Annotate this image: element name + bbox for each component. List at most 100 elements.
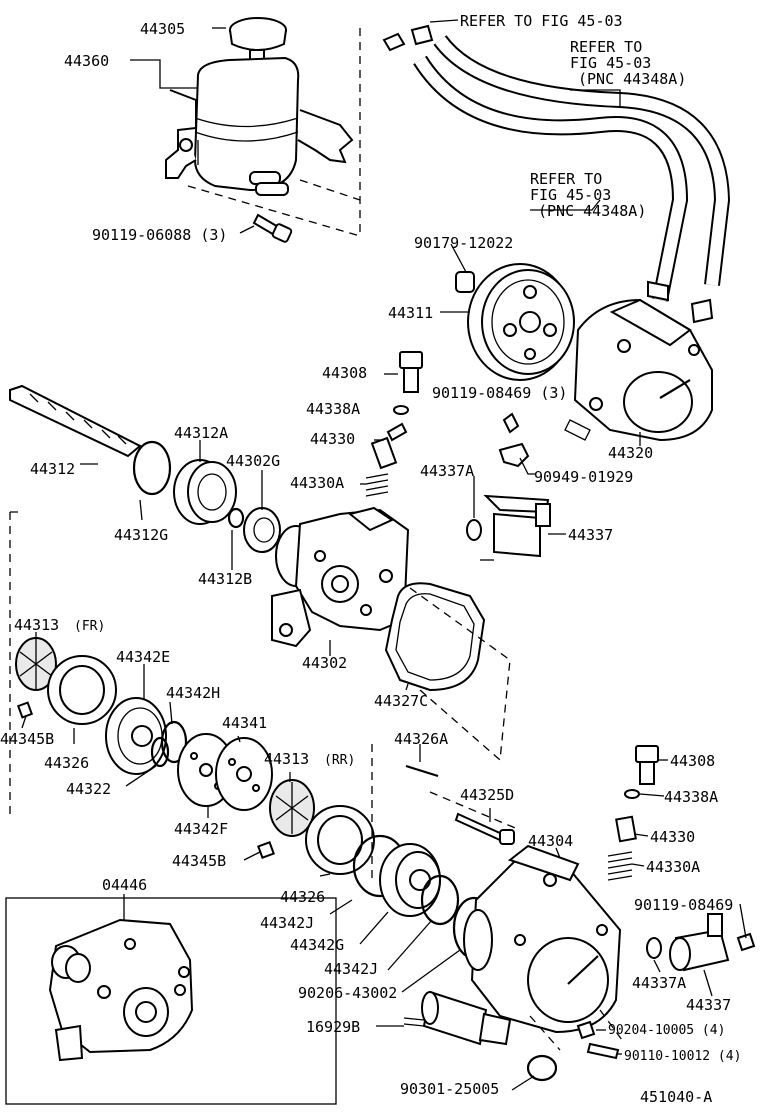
gasket-44327C-drawing: [384, 582, 486, 692]
cam-ring-44326-lower-drawing: [305, 805, 375, 875]
valve-stack-lower-drawing: [607, 745, 659, 881]
housing-44302-drawing: [271, 506, 410, 648]
snap-ring-44312G-drawing: [132, 440, 172, 496]
label-44302: 44302: [302, 654, 347, 672]
label-44330A-upper: 44330A: [290, 474, 344, 492]
pin-44345B-upper-drawing: [16, 701, 34, 719]
label-44313-rr-suffix: (RR): [324, 753, 355, 768]
pin-44326A-drawing: [405, 764, 439, 778]
label-44360: 44360: [64, 52, 109, 70]
label-44342G: 44342G: [290, 936, 344, 954]
label-90110-10012: 90110-10012 (4): [624, 1049, 741, 1064]
rotor-44313-rr-drawing: [269, 779, 315, 837]
label-44342F: 44342F: [174, 820, 228, 838]
inset-housing-drawing: [48, 918, 194, 1062]
ring-44322-drawing: [150, 736, 170, 768]
oring-44342H-drawing: [160, 720, 188, 764]
inset-box-04446: [5, 897, 337, 1105]
label-04446: 04446: [102, 876, 147, 894]
label-90119-08469: 90119-08469: [634, 896, 733, 914]
oring-44342J-lower-drawing: [420, 874, 460, 926]
label-44304: 44304: [528, 832, 573, 850]
valve-16929B-drawing: [403, 990, 512, 1046]
label-44337-upper: 44337: [568, 526, 613, 544]
bracket-90949-drawing: [498, 412, 530, 468]
oring-90301-drawing: [526, 1054, 558, 1082]
label-44342H: 44342H: [166, 684, 220, 702]
label-refer-fig-2b: FIG 45-03: [570, 54, 651, 72]
reservoir-tank-drawing: [165, 17, 354, 196]
label-44311: 44311: [388, 304, 433, 322]
label-refer-fig-1: REFER TO FIG 45-03: [460, 12, 623, 30]
bolt-44325D-drawing: [454, 812, 515, 845]
label-44326A: 44326A: [394, 730, 448, 748]
rotor-44313-fr-drawing: [15, 637, 57, 691]
label-44308-lower: 44308: [670, 752, 715, 770]
housing-44304-drawing: [463, 844, 622, 1034]
label-90119-08469-3: 90119-08469 (3): [432, 384, 567, 402]
shaft-44312-drawing: [9, 384, 142, 458]
label-44305: 44305: [140, 20, 185, 38]
label-16929B: 16929B: [306, 1018, 360, 1036]
label-44313-fr: 44313: [14, 616, 59, 634]
label-90179-12022: 90179-12022: [414, 234, 513, 252]
label-refer-fig-3c: (PNC 44348A): [538, 202, 646, 220]
label-44330-upper: 44330: [310, 430, 355, 448]
label-44312G: 44312G: [114, 526, 168, 544]
label-44312A: 44312A: [174, 424, 228, 442]
label-44322: 44322: [66, 780, 111, 798]
ring-44312B-drawing: [227, 507, 245, 529]
label-44326-upper: 44326: [44, 754, 89, 772]
plate-44342E-drawing: [105, 697, 167, 775]
label-44312: 44312: [30, 460, 75, 478]
label-44337A-lower: 44337A: [632, 974, 686, 992]
plate-44342G-drawing: [379, 843, 441, 917]
pin-44345B-lower-drawing: [257, 841, 275, 859]
pulley-44311-drawing: [467, 263, 575, 381]
bearing-44302G-drawing: [243, 507, 281, 553]
label-44327C: 44327C: [374, 692, 428, 710]
label-refer-fig-3b: FIG 45-03: [530, 186, 611, 204]
fitting-44337-lower-drawing: [646, 913, 756, 972]
bearing-44312A-drawing: [173, 459, 237, 525]
label-44326-lower: 44326: [280, 888, 325, 906]
label-44337-lower: 44337: [686, 996, 731, 1014]
label-44313-fr-suffix: (FR): [74, 619, 105, 634]
plate-44341-drawing: [215, 737, 273, 811]
label-44338A-upper: 44338A: [306, 400, 360, 418]
label-90206-43002: 90206-43002: [298, 984, 397, 1002]
label-44308-upper: 44308: [322, 364, 367, 382]
pump-44320-drawing: [564, 298, 713, 442]
label-44313-rr: 44313: [264, 750, 309, 768]
valve-stack-upper-drawing: [365, 351, 423, 497]
diagram-id: 451040-A: [640, 1088, 712, 1106]
label-refer-fig-2a: REFER TO: [570, 38, 642, 56]
label-90204-10005: 90204-10005 (4): [608, 1023, 725, 1038]
label-44330A-lower: 44330A: [646, 858, 700, 876]
label-44341: 44341: [222, 714, 267, 732]
bolt-90110-drawing: [586, 1042, 620, 1060]
label-44345B-lower: 44345B: [172, 852, 226, 870]
washer-90204-drawing: [576, 1020, 596, 1040]
label-44342J-lower: 44342J: [324, 960, 378, 978]
label-44320: 44320: [608, 444, 653, 462]
label-90301-25005: 90301-25005: [400, 1080, 499, 1098]
label-44338A-lower: 44338A: [664, 788, 718, 806]
bolt-90119-06088-drawing: [252, 213, 293, 243]
cam-ring-44326-upper-drawing: [47, 655, 117, 725]
label-90119-06088: 90119-06088 (3): [92, 226, 227, 244]
label-44312B: 44312B: [198, 570, 252, 588]
label-44342E: 44342E: [116, 648, 170, 666]
label-44302G: 44302G: [226, 452, 280, 470]
label-90949-01929: 90949-01929: [534, 468, 633, 486]
label-44337A-upper: 44337A: [420, 462, 474, 480]
label-refer-fig-3a: REFER TO: [530, 170, 602, 188]
reservoir-dash-lines: [187, 28, 361, 237]
label-44342J-upper: 44342J: [260, 914, 314, 932]
label-refer-fig-2c: (PNC 44348A): [578, 70, 686, 88]
fitting-44337-upper-drawing: [466, 494, 551, 561]
nut-90179-12022-drawing: [455, 271, 475, 293]
label-44345B-upper: 44345B: [0, 730, 54, 748]
label-44325D: 44325D: [460, 786, 514, 804]
